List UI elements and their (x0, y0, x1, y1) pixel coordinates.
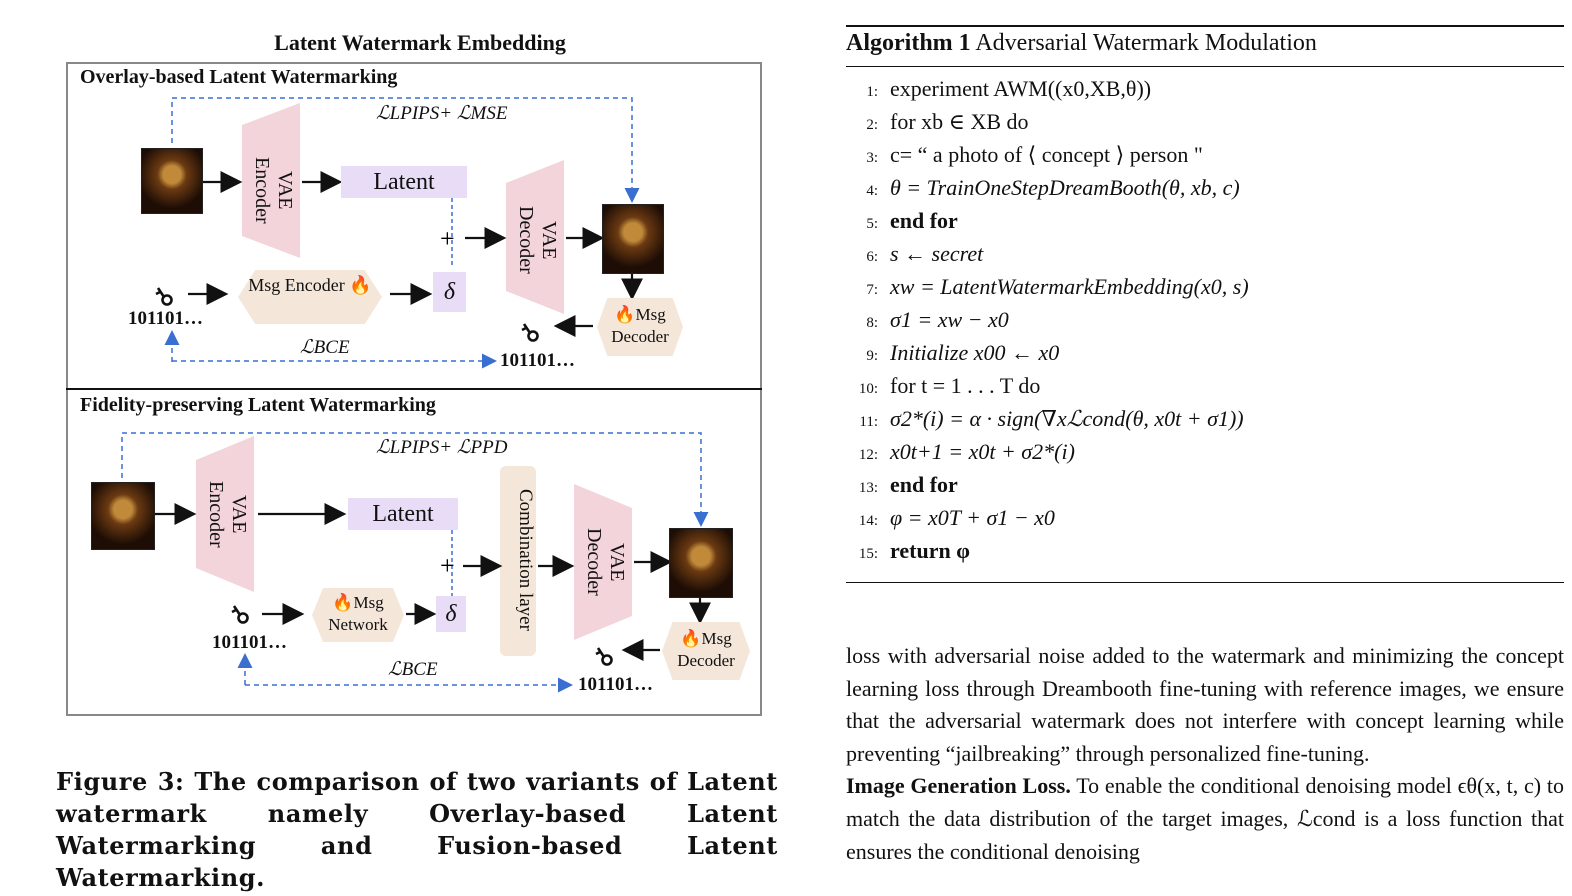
top-plus: + (440, 224, 455, 253)
algorithm-line: 7:xw = LatentWatermarkEmbedding(x0, s) (866, 274, 1249, 299)
top-bits-out: 101101… (500, 350, 575, 371)
bottom-vae-encoder-label: VAE Encoder (205, 480, 250, 548)
bottom-loss-bottom: ℒBCE (388, 659, 438, 680)
algorithm-top-rule (846, 25, 1564, 27)
top-bits-in: 101101… (128, 308, 203, 329)
algorithm-line: 4:θ = TrainOneStepDreamBooth(θ, xb, c) (866, 175, 1240, 200)
body-paragraph-text: To enable the conditional denoising mode… (846, 773, 1565, 864)
top-msg-decoder-label: Msg Decoder (611, 305, 669, 346)
section-heading: Image Generation Loss. (846, 773, 1071, 799)
bottom-vae-decoder-shape (574, 484, 632, 640)
top-vae-decoder-shape (506, 160, 564, 314)
algorithm-line: 3:c= “ a photo of ⟨ concept ⟩ person " (866, 142, 1203, 167)
algorithm-mid-rule (846, 66, 1564, 67)
fire-icon: 🔥 (680, 629, 702, 648)
top-vae-decoder-label: VAE Decoder (515, 206, 560, 274)
top-vae-encoder-label: VAE Encoder (251, 156, 296, 224)
bottom-output-image (669, 528, 733, 598)
bottom-latent-box: Latent (348, 498, 458, 530)
algorithm-label: Algorithm 1 (846, 30, 971, 56)
algorithm-line: 11:σ2*(i) = α · sign(∇xℒcond(θ, x0t + σ1… (859, 406, 1244, 431)
fire-icon: 🔥 (614, 305, 636, 324)
body-paragraph-2: Image Generation Loss. To enable the con… (846, 770, 1564, 868)
key-icon (521, 323, 539, 342)
top-input-image (141, 148, 203, 214)
body-text: loss with adversarial noise added to the… (846, 640, 1564, 868)
bottom-msg-network-label: Msg Network (328, 593, 388, 634)
bottom-msg-network: 🔥Msg Network (312, 588, 404, 642)
top-loss-top: ℒLPIPS+ ℒMSE (376, 103, 508, 124)
algorithm-bottom-rule (846, 582, 1564, 583)
key-icon (595, 647, 613, 666)
bottom-msg-decoder: 🔥Msg Decoder (662, 622, 750, 680)
top-dashed-loss-top (171, 97, 640, 203)
algorithm-line: 13:end for (858, 472, 958, 497)
algorithm-line: 1:experiment AWM((x0,XB,θ)) (866, 76, 1152, 101)
algorithm-line: 8:σ1 = xw − x0 (866, 307, 1009, 332)
algorithm-body: 1:experiment AWM((x0,XB,θ)) 2:for xb ∈ X… (846, 72, 1564, 567)
top-loss-bottom: ℒBCE (300, 337, 350, 358)
top-latent-box: Latent (341, 166, 467, 198)
bottom-combination-shape (500, 466, 536, 656)
bottom-bits-in: 101101… (212, 632, 287, 653)
algorithm-title: Algorithm 1 Adversarial Watermark Modula… (846, 30, 1317, 57)
bottom-msg-decoder-label: Msg Decoder (677, 629, 735, 670)
algorithm-line: 12:x0t+1 = x0t + σ2*(i) (858, 439, 1075, 464)
bottom-plus: + (440, 551, 455, 580)
bottom-delta-box: δ (436, 596, 466, 632)
algorithm-line: 10:for t = 1 . . . T do (858, 373, 1041, 398)
bottom-vae-decoder-label: VAE Decoder (583, 528, 628, 596)
body-paragraph: loss with adversarial noise added to the… (846, 643, 1564, 766)
bottom-combination-label: Combination layer (515, 489, 536, 631)
top-section-title: Overlay-based Latent Watermarking (80, 66, 398, 88)
algorithm-line: 5:end for (866, 208, 958, 233)
figure-title: Latent Watermark Embedding (274, 30, 566, 55)
top-output-image (602, 204, 664, 274)
top-vae-encoder-shape (242, 103, 300, 258)
algorithm-name: Adversarial Watermark Modulation (975, 30, 1317, 56)
bottom-vae-encoder-shape (196, 436, 254, 592)
panel-divider (66, 388, 762, 390)
figure-caption: Figure 3: The comparison of two variants… (56, 767, 778, 892)
algorithm-line: 2:for xb ∈ XB do (866, 109, 1029, 134)
algorithm-line: 6:s ← secret (866, 241, 984, 266)
key-icon (231, 605, 249, 624)
bottom-loss-top: ℒLPIPS+ ℒPPD (376, 437, 508, 458)
bottom-dashed-loss-top (121, 432, 709, 527)
top-msg-encoder: Msg Encoder 🔥 (238, 270, 382, 324)
fire-icon: 🔥 (349, 275, 372, 295)
top-msg-decoder: 🔥Msg Decoder (597, 298, 683, 356)
fire-icon: 🔥 (332, 593, 354, 612)
bottom-input-image (91, 482, 155, 550)
bottom-bits-out: 101101… (578, 674, 653, 695)
top-delta-box: δ (433, 272, 466, 312)
algorithm-line: 9:Initialize x00 ← x0 (866, 340, 1060, 365)
top-msg-encoder-label: Msg Encoder (248, 275, 345, 295)
bottom-section-title: Fidelity-preserving Latent Watermarking (80, 394, 436, 416)
key-icon (155, 287, 173, 306)
algorithm-line: 15:return φ (858, 538, 970, 563)
algorithm-line: 14:φ = x0T + σ1 − x0 (858, 505, 1055, 530)
figure-diagram: + + (121, 97, 711, 693)
